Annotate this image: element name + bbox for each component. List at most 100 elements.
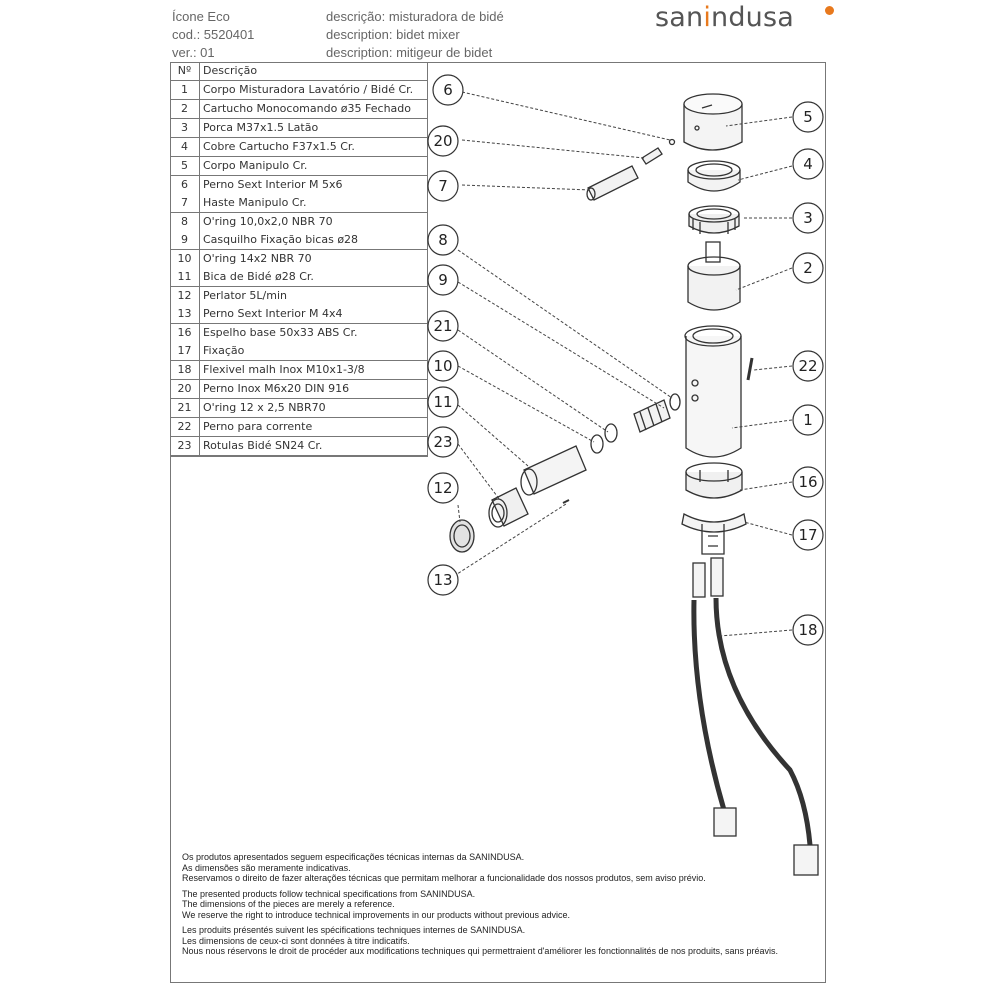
part-description: Fixação [203,344,245,357]
svg-text:9: 9 [438,271,448,289]
callout-4: 4 [792,148,824,180]
callout-10: 10 [427,350,459,382]
part-number: 2 [170,100,200,118]
part-description: Cobre Cartucho F37x1.5 Cr. [203,140,355,153]
part-description: Perno Inox M6x20 DIN 916 [203,382,350,395]
part-description: Perlator 5L/min [203,289,287,302]
svg-text:2: 2 [803,259,813,277]
description-pt: descrição: misturadora de bidé [326,9,504,24]
svg-text:16: 16 [798,473,817,491]
note-en-3: We reserve the right to introduce techni… [182,909,571,920]
notes-english: The presented products follow technical … [182,889,778,921]
part-description: Bica de Bidé ø28 Cr. [203,270,314,283]
part-number: 3 [170,119,200,137]
svg-text:13: 13 [433,571,452,589]
oring-8-part [669,393,681,411]
header-product-info: Ícone Eco cod.: 5520401 ver.: 01 [172,8,254,62]
part-number: 23 [170,437,200,455]
svg-text:6: 6 [443,81,453,99]
part-description: Espelho base 50x33 ABS Cr. [203,326,358,339]
product-version: ver.: 01 [172,45,215,60]
svg-text:23: 23 [433,433,452,451]
column-header-description: Descrição [203,64,258,77]
pin-m6-part [641,147,663,165]
note-pt-2: As dimensões são meramente indicativas. [182,862,351,873]
cartridge-cover-part [687,160,741,192]
part-number: 21 [170,399,200,417]
header-descriptions: descrição: misturadora de bidé descripti… [326,8,504,62]
callout-17: 17 [792,519,824,551]
oring-10-part [590,434,604,454]
svg-text:4: 4 [803,155,813,173]
callout-20: 20 [427,125,459,157]
part-number: 18 [170,361,200,379]
fixing-part [681,513,747,555]
logo-mark-icon [825,6,834,15]
callout-13: 13 [427,564,459,596]
product-name: Ícone Eco [172,9,230,24]
svg-text:11: 11 [433,393,452,411]
svg-text:20: 20 [433,132,452,150]
base-plate-part [685,462,743,499]
handle-rod-part [586,165,639,201]
part-number: 22 [170,418,200,436]
note-fr-2: Les dimensions de ceux-ci sont données à… [182,935,410,946]
callout-6: 6 [432,74,464,106]
parts-table-border [170,62,428,457]
legal-notes: Os produtos apresentados seguem especifi… [182,852,778,962]
part-description: Perno para corrente [203,420,313,433]
product-code: cod.: 5520401 [172,27,255,42]
svg-text:22: 22 [798,357,817,375]
part-description: O'ring 12 x 2,5 NBR70 [203,401,326,414]
part-description: Flexivel malh Inox M10x1-3/8 [203,363,365,376]
part-description: Perno Sext Interior M 5x6 [203,178,343,191]
grub-screw-part [562,499,570,504]
part-number: 16 [170,324,200,342]
description-en: description: bidet mixer [326,27,460,42]
svg-text:3: 3 [803,209,813,227]
part-description: Corpo Misturadora Lavatório / Bidé Cr. [203,83,414,96]
part-number: 7 [170,194,200,212]
part-number: 5 [170,157,200,175]
chain-pin-part [746,357,754,381]
callout-23: 23 [427,426,459,458]
callout-2: 2 [792,252,824,284]
drawing-frame [170,62,826,983]
part-number: 9 [170,231,200,249]
svg-text:8: 8 [438,231,448,249]
spout-bush-part [633,399,671,433]
callout-5: 5 [792,101,824,133]
set-screw-part [668,138,676,146]
callout-12: 12 [427,472,459,504]
part-number: 17 [170,342,200,360]
note-pt-3: Reservamos o direito de fazer alterações… [182,873,706,883]
part-number: 10 [170,250,200,268]
part-number: 8 [170,213,200,231]
mixer-body-part [684,325,742,458]
part-number: 4 [170,138,200,156]
note-pt-1: Os produtos apresentados seguem especifi… [182,852,525,862]
part-number: 1 [170,81,200,99]
note-en-2: The dimensions of the pieces are merely … [182,899,395,909]
cartridge-part [687,241,741,311]
spout-part [520,445,587,496]
part-description: O'ring 14x2 NBR 70 [203,252,312,265]
sanindusa-logo: sanindusa [655,2,795,33]
note-fr-1: Les produits présentés suivent les spéci… [182,925,526,935]
